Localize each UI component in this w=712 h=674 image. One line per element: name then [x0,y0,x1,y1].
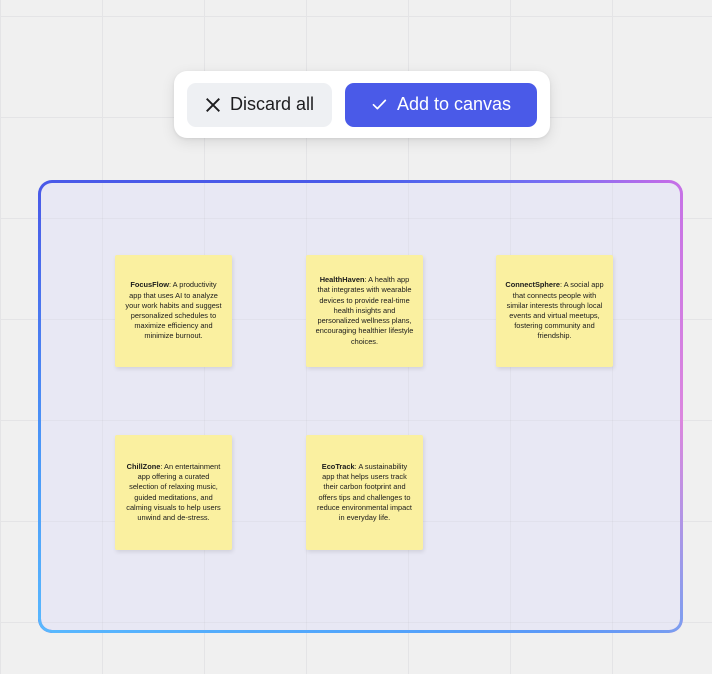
sticky-note-title: EcoTrack [321,461,355,471]
sticky-note-body: : A productivity app that uses AI to ana… [125,280,222,341]
sticky-note-text: FocusFlow: A productivity app that uses … [124,280,223,341]
sticky-note-text: ChillZone: An entertainment app offering… [124,462,223,523]
discard-all-button[interactable]: Discard all [187,82,333,127]
sticky-note-body: : A social app that connects people with… [506,280,604,341]
sticky-note[interactable]: FocusFlow: A productivity app that uses … [115,255,232,367]
check-icon [371,96,388,113]
selection-region[interactable]: FocusFlow: A productivity app that uses … [38,180,683,633]
sticky-note-title: ChillZone [126,461,161,471]
sticky-note[interactable]: HealthHaven: A health app that integrate… [306,255,423,367]
sticky-note[interactable]: ChillZone: An entertainment app offering… [115,435,232,550]
sticky-note-text: ConnectSphere: A social app that connect… [505,280,604,341]
discard-all-label: Discard all [230,94,315,114]
sticky-note-title: HealthHaven [319,275,365,285]
add-to-canvas-label: Add to canvas [396,94,512,114]
sticky-note-body: : A sustainability app that helps users … [317,461,412,522]
sticky-note-text: HealthHaven: A health app that integrate… [315,275,414,347]
close-x-icon [205,97,221,113]
add-to-canvas-button[interactable]: Add to canvas [345,82,537,127]
sticky-note-body: : An entertainment app offering a curate… [126,461,221,522]
action-toolbar: Discard all Add to canvas [174,71,550,138]
sticky-note-text: EcoTrack: A sustainability app that help… [315,462,414,523]
sticky-note-body: : A health app that integrates with wear… [315,275,414,346]
sticky-note-title: ConnectSphere [505,280,561,290]
sticky-note-title: FocusFlow [130,280,169,290]
sticky-note[interactable]: EcoTrack: A sustainability app that help… [306,435,423,550]
sticky-note[interactable]: ConnectSphere: A social app that connect… [496,255,613,367]
selection-region-inner: FocusFlow: A productivity app that uses … [41,183,680,630]
